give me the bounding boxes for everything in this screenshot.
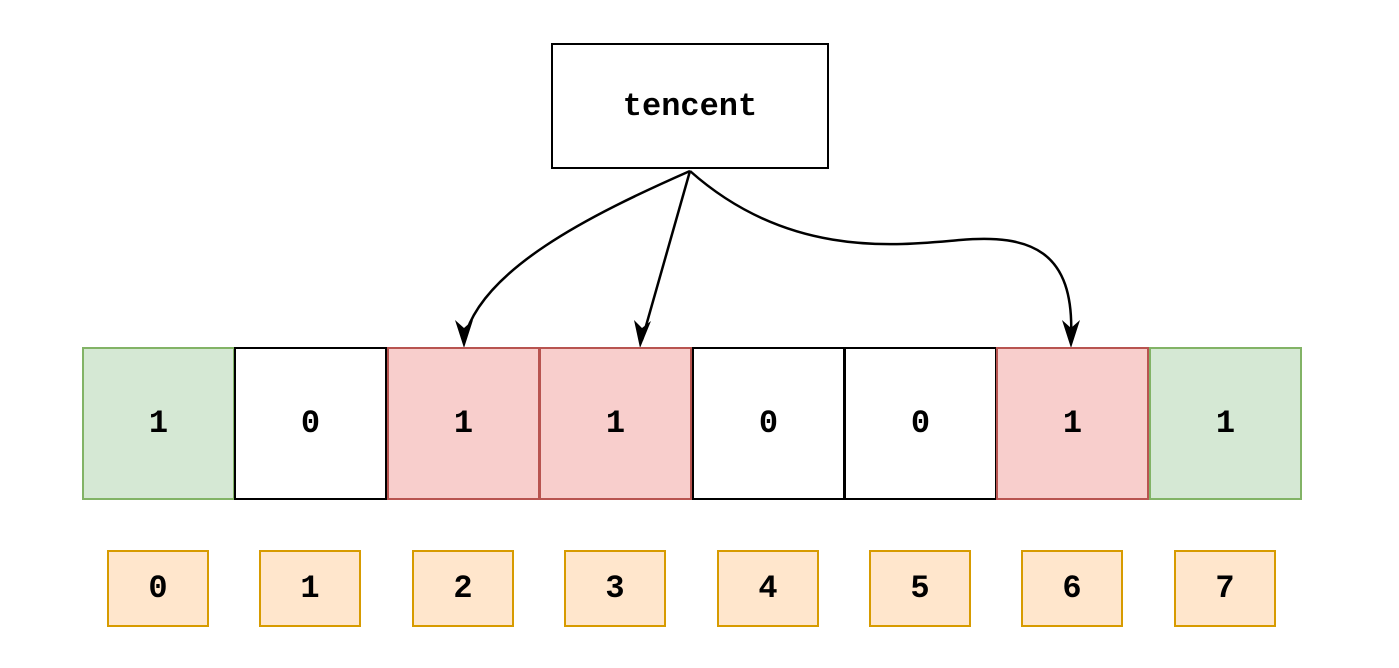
bit-value: 1 [1215,405,1236,442]
bit-value: 1 [605,405,626,442]
bit-cell-3: 1 [539,347,692,500]
index-value: 6 [1062,570,1082,607]
index-label-1: 1 [259,550,361,627]
bit-value: 1 [148,405,169,442]
bit-cell-1: 0 [234,347,387,500]
bit-cell-7: 1 [1149,347,1302,500]
bit-value: 1 [1062,405,1083,442]
index-label-2: 2 [412,550,514,627]
index-value: 0 [148,570,168,607]
index-label-6: 6 [1021,550,1123,627]
arrow-to-bit-6 [689,170,1073,339]
arrow-to-bit-3 [640,170,692,341]
bit-cell-4: 0 [692,347,845,500]
key-label: tencent [622,87,758,125]
arrowhead-bit-6 [1062,320,1080,348]
bit-value: 0 [300,405,321,442]
index-label-5: 5 [869,550,971,627]
index-value: 1 [300,570,320,607]
arrowhead-bit-3 [634,320,651,348]
index-label-4: 4 [717,550,819,627]
bit-value: 1 [453,405,474,442]
bit-cell-5: 0 [844,347,997,500]
index-value: 5 [910,570,930,607]
bit-value: 0 [910,405,931,442]
index-value: 4 [758,570,778,607]
index-value: 2 [453,570,473,607]
bit-cell-0: 1 [82,347,235,500]
key-box: tencent [551,43,829,169]
index-value: 3 [605,570,625,607]
index-label-3: 3 [564,550,666,627]
bit-cell-6: 1 [996,347,1149,500]
arrow-to-bit-2 [462,169,691,341]
index-label-0: 0 [107,550,209,627]
arrowhead-bit-2 [455,320,473,348]
index-value: 7 [1215,570,1235,607]
index-label-7: 7 [1174,550,1276,627]
bit-value: 0 [758,405,779,442]
bit-cell-2: 1 [387,347,540,500]
